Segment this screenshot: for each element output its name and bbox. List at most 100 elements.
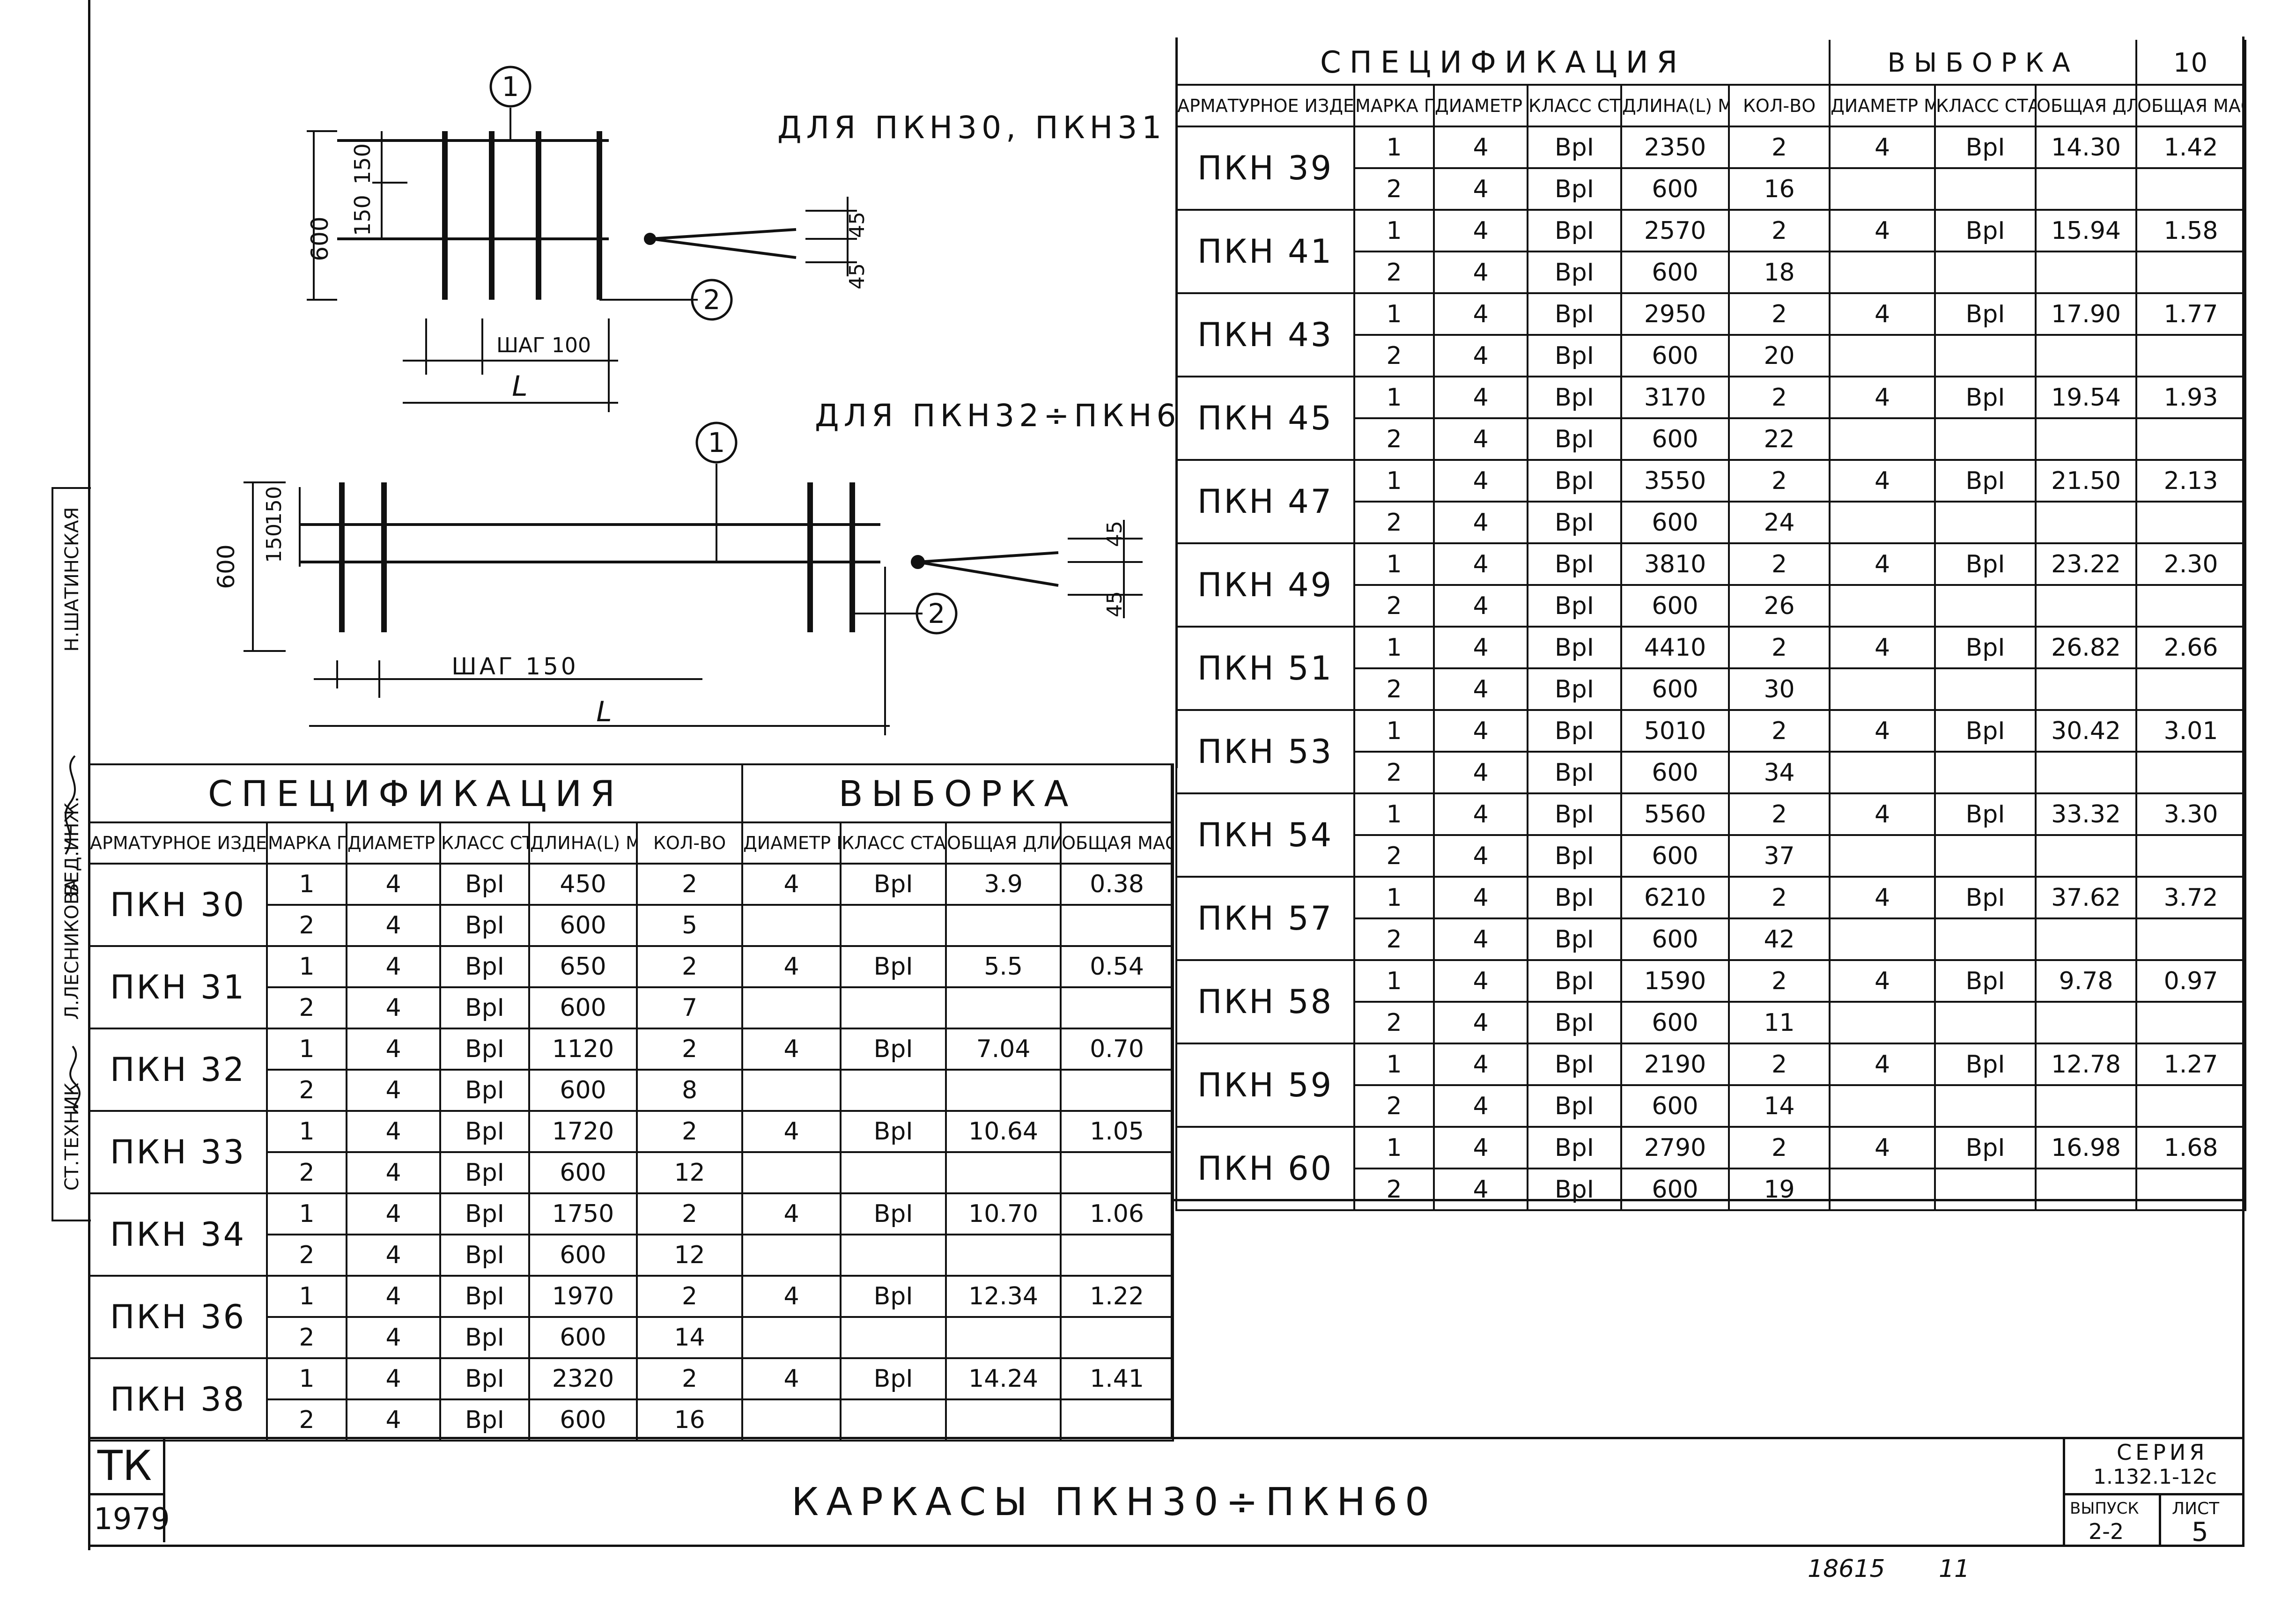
selection-cell: 19.54: [2035, 376, 2138, 419]
selection-cell: 1.05: [1060, 1110, 1174, 1153]
item-name: ПКН 54: [1175, 792, 1355, 878]
spec-cell: ВрI: [1527, 501, 1622, 544]
spec-cell: ВрI: [439, 1275, 530, 1318]
title-block-year-cell: 1979: [88, 1495, 170, 1542]
spec-cell: 2: [1728, 876, 1831, 919]
left-header: ДИАМЕТР ММ: [741, 821, 842, 865]
selection-cell: ВрI: [1934, 1126, 2037, 1169]
spec-cell: 12: [635, 1151, 744, 1194]
drawing2-title: ДЛЯ ПКН32÷ПКН60: [815, 398, 1180, 434]
spec-cell: 2: [266, 986, 347, 1029]
spec-cell: 4: [346, 1028, 441, 1071]
selection-cell: ВрI: [1934, 126, 2037, 169]
spec-cell: 2190: [1620, 1043, 1730, 1086]
selection-cell: 26.82: [2035, 626, 2138, 669]
empty-cell: [2035, 1168, 2138, 1211]
empty-cell: [1829, 334, 1936, 377]
title-block-sheet-cell: ЛИСТ 5: [2159, 1495, 2241, 1547]
issue-value: 2-2: [2089, 1519, 2124, 1544]
spec-cell: 2: [266, 1151, 347, 1194]
spec-cell: 1: [266, 945, 347, 988]
selection-cell: ВрI: [1934, 376, 2037, 419]
left-header: ОБЩАЯ МАССА,КГ: [1060, 821, 1174, 865]
spec-cell: 2: [1353, 917, 1435, 961]
spec-cell: 1: [266, 863, 347, 906]
spec-cell: 2: [1728, 459, 1831, 503]
spec-cell: 4: [1433, 376, 1528, 419]
spec-cell: ВрI: [1527, 542, 1622, 586]
spec-cell: 4: [1433, 709, 1528, 753]
empty-cell: [1934, 1084, 2037, 1128]
spec-cell: 2: [1353, 1084, 1435, 1128]
spec-cell: 4: [1433, 959, 1528, 1003]
right-header: ДИАМЕТР ММ: [1433, 84, 1528, 127]
drawing1-dim-end-bottom: 45: [845, 263, 869, 289]
empty-cell: [1934, 334, 2037, 377]
drawing-pkn30-31: 1 2 600 150 150 45 45 ШАГ 100 L ДЛЯ ПКН3…: [306, 66, 1161, 412]
drawing2-callout-2: 2: [928, 598, 945, 629]
empty-cell: [840, 1234, 947, 1277]
selection-cell: 3.72: [2135, 876, 2247, 919]
empty-cell: [840, 1069, 947, 1112]
empty-cell: [1829, 1001, 1936, 1044]
spec-cell: 6210: [1620, 876, 1730, 919]
drawing1-callout-1: 1: [502, 71, 519, 103]
spec-cell: 3810: [1620, 542, 1730, 586]
left-table-header-row: АРМАТУРНОЕ ИЗДЕЛИЕ МАРКА ПОЗ. ДИАМЕТР ММ…: [88, 821, 1174, 865]
empty-cell: [2035, 417, 2138, 461]
spec-cell: 600: [1620, 251, 1730, 294]
spec-cell: 4: [1433, 1168, 1528, 1211]
empty-cell: [2035, 584, 2138, 628]
drawing2-dim-height: 600: [213, 544, 240, 589]
selection-cell: 0.70: [1060, 1028, 1174, 1071]
spec-cell: 4: [346, 1110, 441, 1153]
empty-cell: [840, 1398, 947, 1442]
spec-cell: 4: [1433, 417, 1528, 461]
spec-cell: ВрI: [1527, 584, 1622, 628]
empty-cell: [741, 1316, 842, 1359]
series-value: 1.132.1-12с: [2093, 1465, 2217, 1489]
selection-cell: 21.50: [2035, 459, 2138, 503]
spec-cell: 2: [266, 1316, 347, 1359]
empty-cell: [1934, 751, 2037, 794]
spec-cell: 1: [266, 1110, 347, 1153]
selection-cell: 1.42: [2135, 126, 2247, 169]
spec-cell: 1: [1353, 709, 1435, 753]
empty-cell: [2035, 501, 2138, 544]
empty-cell: [2135, 917, 2247, 961]
item-name: ПКН 43: [1175, 292, 1355, 377]
item-name: ПКН 58: [1175, 959, 1355, 1044]
empty-cell: [945, 1069, 1062, 1112]
spec-cell: 2790: [1620, 1126, 1730, 1169]
empty-cell: [840, 1316, 947, 1359]
spec-cell: ВрI: [439, 1398, 530, 1442]
selection-cell: ВрI: [840, 863, 947, 906]
spec-cell: 4: [1433, 209, 1528, 252]
spec-cell: 4: [1433, 542, 1528, 586]
spec-cell: ВрI: [439, 1234, 530, 1277]
spec-cell: ВрI: [1527, 167, 1622, 211]
selection-cell: 4: [1829, 1043, 1936, 1086]
left-header: ДИАМЕТР ММ: [346, 821, 441, 865]
spec-cell: 2: [1353, 751, 1435, 794]
spec-cell: 34: [1728, 751, 1831, 794]
left-header: ОБЩАЯ ДЛИНА,М: [945, 821, 1062, 865]
selection-cell: ВрI: [1934, 709, 2037, 753]
selection-cell: 4: [741, 945, 842, 988]
drawing1-dim-mid: 150: [350, 195, 375, 236]
spec-cell: 450: [528, 863, 638, 906]
selection-cell: 4: [741, 1110, 842, 1153]
spec-cell: 4: [346, 904, 441, 947]
spec-cell: 4: [346, 1069, 441, 1112]
spec-cell: 2320: [528, 1357, 638, 1400]
